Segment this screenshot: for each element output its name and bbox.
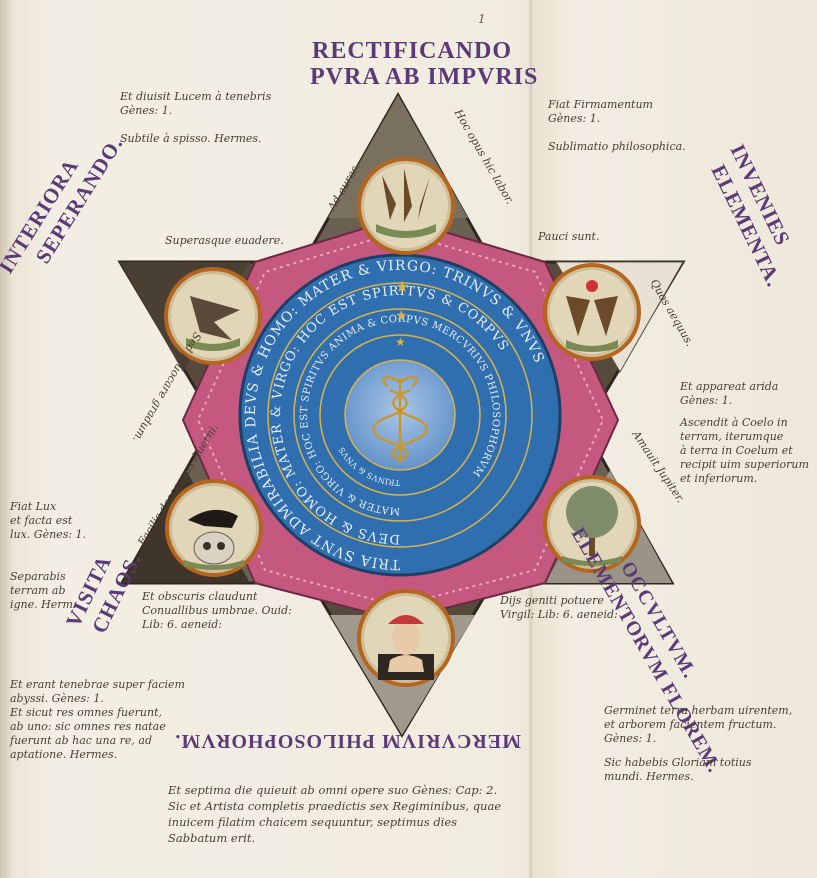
label-superasque: Superasque euadere. — [165, 234, 284, 248]
note-line: et facta est — [10, 514, 73, 527]
title-top-line1: RECTIFICANDO — [312, 38, 513, 64]
note-line: Fiat Lux — [10, 500, 57, 513]
note-bottom-left: Et erant tenebrae super faciem abyssi. G… — [10, 678, 185, 762]
caduceus-icon — [372, 376, 428, 462]
title-top-line2: PVRA AB IMPVRIS — [310, 64, 539, 90]
note-line: Germinet terra herbam uirentem, — [604, 704, 793, 717]
note-line: recipit uim superiorum — [680, 458, 809, 471]
note-line: abyssi. Gènes: 1. — [10, 692, 104, 705]
note-line: Sic et Artista completis praedictis sex … — [168, 799, 502, 813]
note-line: Separabis — [10, 570, 66, 583]
note-line: Et sicut res omnes fuerunt, — [10, 706, 162, 719]
note-line: Gènes: 1. — [604, 732, 657, 745]
note-line: Ascendit à Coelo in — [680, 416, 788, 429]
note-top-left: Et diuisit Lucem à tenebris Gènes: 1. Su… — [120, 90, 271, 146]
medallion-tree — [543, 475, 641, 573]
note-left-lower: Separabis terram ab igne. Herm: — [10, 570, 77, 612]
note-mid-left: Fiat Lux et facta est lux. Gènes: 1. — [10, 500, 86, 542]
medallion-eagle-left — [164, 267, 262, 365]
medallion-birds-right — [543, 263, 641, 361]
note-top-right: Fiat Firmamentum Gènes: 1. Sublimatio ph… — [548, 98, 686, 154]
note-line: Fiat Firmamentum — [548, 98, 653, 111]
note-line: et arborem facientem fructum. — [604, 718, 777, 731]
note-line: Dijs geniti potuere — [500, 594, 604, 607]
note-line: terram, iterumque — [680, 430, 784, 443]
label-superasque-text: Superasque euadere. — [165, 234, 284, 247]
title-bottom: MERCVRIVM PHILOSOPHORVM. — [174, 729, 521, 752]
note-line: mundi. Hermes. — [604, 770, 694, 783]
note-line: Gènes: 1. — [680, 394, 733, 407]
note-line: Conuallibus umbrae. Ouid: — [142, 604, 292, 617]
note-line: ab uno: sic omnes res natae — [10, 720, 166, 733]
note-line: Et diuisit Lucem à tenebris — [120, 90, 272, 103]
note-line: Et erant tenebrae super faciem — [10, 678, 185, 691]
note-bottom-right-mid: Dijs geniti potuere Virgil: Lib: 6. aene… — [500, 594, 618, 622]
medallion-mercury-bust — [357, 589, 455, 687]
title-top: RECTIFICANDO PVRA AB IMPVRIS — [310, 38, 539, 90]
note-line: Sublimatio philosophica. — [548, 140, 686, 153]
note-line: fuerunt ab hac una re, ad — [10, 734, 152, 747]
medallion-raven-skull — [165, 479, 263, 577]
note-line: terram ab — [10, 584, 66, 597]
note-line: aptatione. Hermes. — [10, 748, 118, 761]
note-line: Subtile à spisso. Hermes. — [120, 132, 262, 145]
note-line: à terra in Coelum et — [680, 444, 793, 457]
note-bottom-left-mid: Et obscuris claudunt Conuallibus umbrae.… — [142, 590, 292, 632]
note-line: igne. Herm: — [10, 598, 77, 611]
star-icon: ★ — [395, 309, 408, 324]
note-bottom: Et septima die quieuit ab omni opere suo… — [168, 782, 501, 846]
title-bottom-text: MERCVRIVM PHILOSOPHORVM. — [174, 730, 521, 752]
note-line: Lib: 6. aeneid: — [142, 618, 222, 631]
note-line: Sabbatum erit. — [168, 831, 256, 845]
note-line: Gènes: 1. — [120, 104, 173, 117]
note-mid-right: Et appareat arida Gènes: 1. Ascendit à C… — [680, 380, 809, 486]
book-gutter — [0, 0, 12, 878]
label-pauci-sunt-text: Pauci sunt. — [538, 230, 600, 243]
note-line: et inferiorum. — [680, 472, 758, 485]
note-line: Et septima die quieuit ab omni opere suo… — [168, 783, 498, 797]
star-icon: ★ — [395, 335, 406, 349]
note-line: Virgil: Lib: 6. aeneid: — [500, 608, 618, 621]
note-line: Et obscuris claudunt — [142, 590, 258, 603]
medallion-top-birds — [357, 157, 455, 255]
note-line: Et appareat arida — [680, 380, 779, 393]
note-line: lux. Gènes: 1. — [10, 528, 87, 541]
label-pauci-sunt: Pauci sunt. — [538, 230, 599, 244]
page-number: 1 — [478, 12, 486, 26]
note-line: inuicem filatim chaicem sequuntur, septi… — [168, 815, 458, 829]
note-bottom-right: Germinet terra herbam uirentem, et arbor… — [604, 704, 792, 784]
star-icon: ★ — [395, 279, 409, 296]
note-line: Sic habebis Gloriam totius — [604, 756, 752, 769]
note-line: Gènes: 1. — [548, 112, 601, 125]
